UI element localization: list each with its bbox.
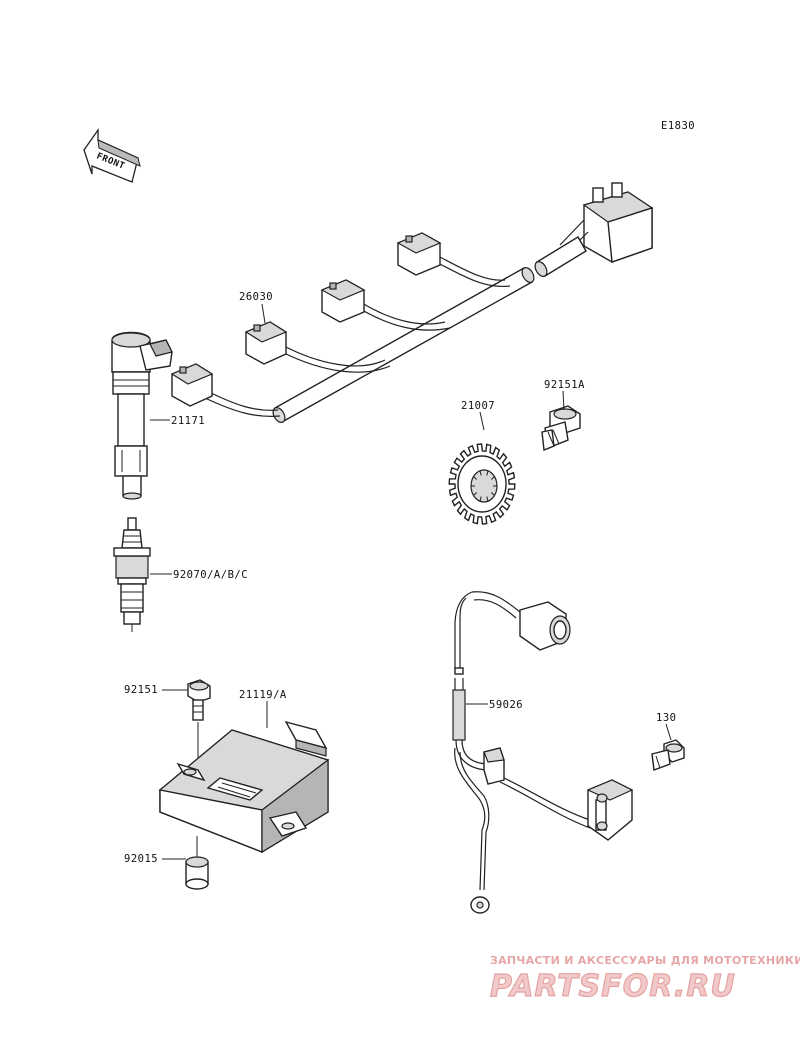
diagram-code: E1830 [661, 120, 695, 132]
rotor-spline [490, 476, 495, 480]
rotor-spline [486, 470, 489, 476]
callout-92070: 92070/A/B/C [173, 569, 248, 581]
rotor-spline [473, 492, 478, 496]
rotor-spline [479, 470, 482, 476]
watermark-tagline: ЗАПЧАСТИ И АКСЕССУАРЫ ДЛЯ МОТОТЕХНИКИ [490, 954, 800, 967]
callout-92151: 92151 [124, 684, 158, 696]
spark-plug [113, 517, 151, 632]
crank-sensor-connector [519, 601, 571, 651]
rotor-spline [486, 496, 489, 502]
rotor-spline [479, 496, 482, 502]
crank-sensor-harness [452, 591, 591, 914]
rotor-spline [490, 492, 495, 496]
harness-branch-wires [204, 255, 511, 417]
bolt-130 [651, 739, 685, 771]
harness-sleeve [272, 236, 587, 423]
callout-21171: 21171 [171, 415, 205, 427]
coil-connector-2 [244, 321, 288, 365]
callout-130: 130 [656, 712, 676, 724]
callout-92015: 92015 [124, 853, 158, 865]
ignition-coil [111, 331, 173, 500]
timing-rotor [448, 443, 516, 525]
callout-59026: 59026 [489, 699, 523, 711]
callout-92151a: 92151A [544, 379, 585, 391]
coil-connector-1 [170, 363, 214, 407]
crank-position-sensor [586, 779, 634, 841]
coil-connector-3 [320, 279, 366, 323]
harness-clamp [483, 747, 505, 785]
watermark-logo: PARTSFOR.RU [490, 969, 736, 1004]
rotor-spline [473, 476, 478, 480]
bolt-92151 [187, 679, 211, 721]
grommet-92015 [185, 856, 209, 890]
coil-connector-4 [396, 232, 442, 276]
bolt-92151a [541, 405, 581, 451]
harness-main-connector [559, 182, 654, 263]
front-arrow-icon: FRONT [83, 127, 141, 183]
callout-26030: 26030 [239, 291, 273, 303]
callout-21007: 21007 [461, 400, 495, 412]
callout-21119: 21119/A [239, 689, 287, 701]
ecu-unit [158, 720, 330, 854]
